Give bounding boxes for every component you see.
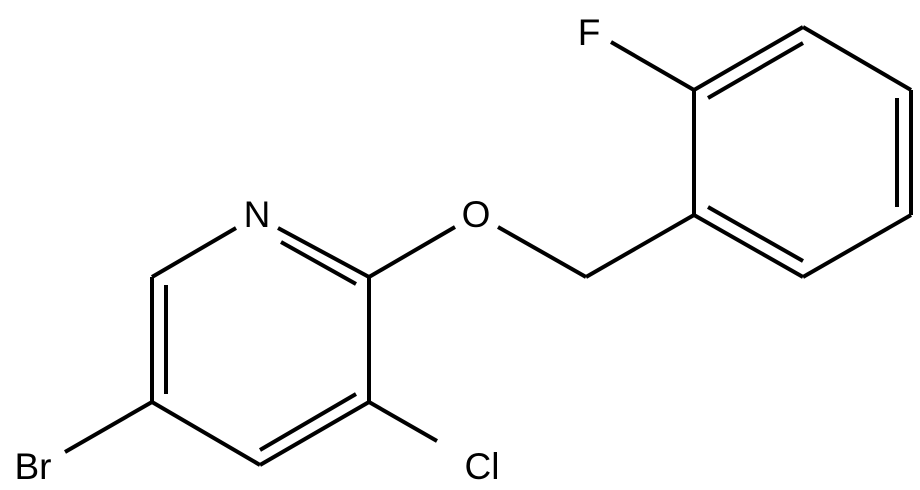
bond-c3-cl: [368, 400, 438, 443]
bond-c3-c4: [258, 400, 371, 467]
bond-a2-f: [609, 40, 696, 92]
substituent-bonds: [64, 213, 695, 454]
fluorophenyl-ring: [609, 25, 913, 279]
bond-ch2-aryl: [585, 213, 695, 279]
bond-a2-a3: [692, 25, 805, 92]
atom-label-cl: Cl: [465, 446, 500, 487]
bond-a5-a6: [802, 213, 912, 279]
bond-c2-o: [367, 225, 457, 279]
bond-o-ch2: [497, 225, 587, 279]
bond-c3-c4-inner: [258, 392, 358, 452]
bond-c4-c5: [150, 400, 262, 467]
pyridine-ring: [150, 226, 371, 467]
atom-label-o: O: [462, 194, 491, 235]
bond-a6-a1: [693, 213, 804, 279]
bond-c6-n1: [150, 226, 238, 279]
bond-a6-a1-inner: [707, 205, 804, 263]
bond-n1-c2: [277, 226, 370, 279]
atom-label-n: N: [244, 194, 271, 235]
atom-labels: N O Br Cl F: [15, 12, 601, 487]
atom-label-f: F: [578, 12, 601, 53]
bond-a3-a4: [801, 25, 913, 92]
atom-label-br: Br: [15, 446, 52, 487]
bond-a2-a3-inner: [706, 41, 805, 100]
bond-c5-br: [64, 400, 153, 454]
bond-n1-c2-inner: [280, 240, 357, 286]
